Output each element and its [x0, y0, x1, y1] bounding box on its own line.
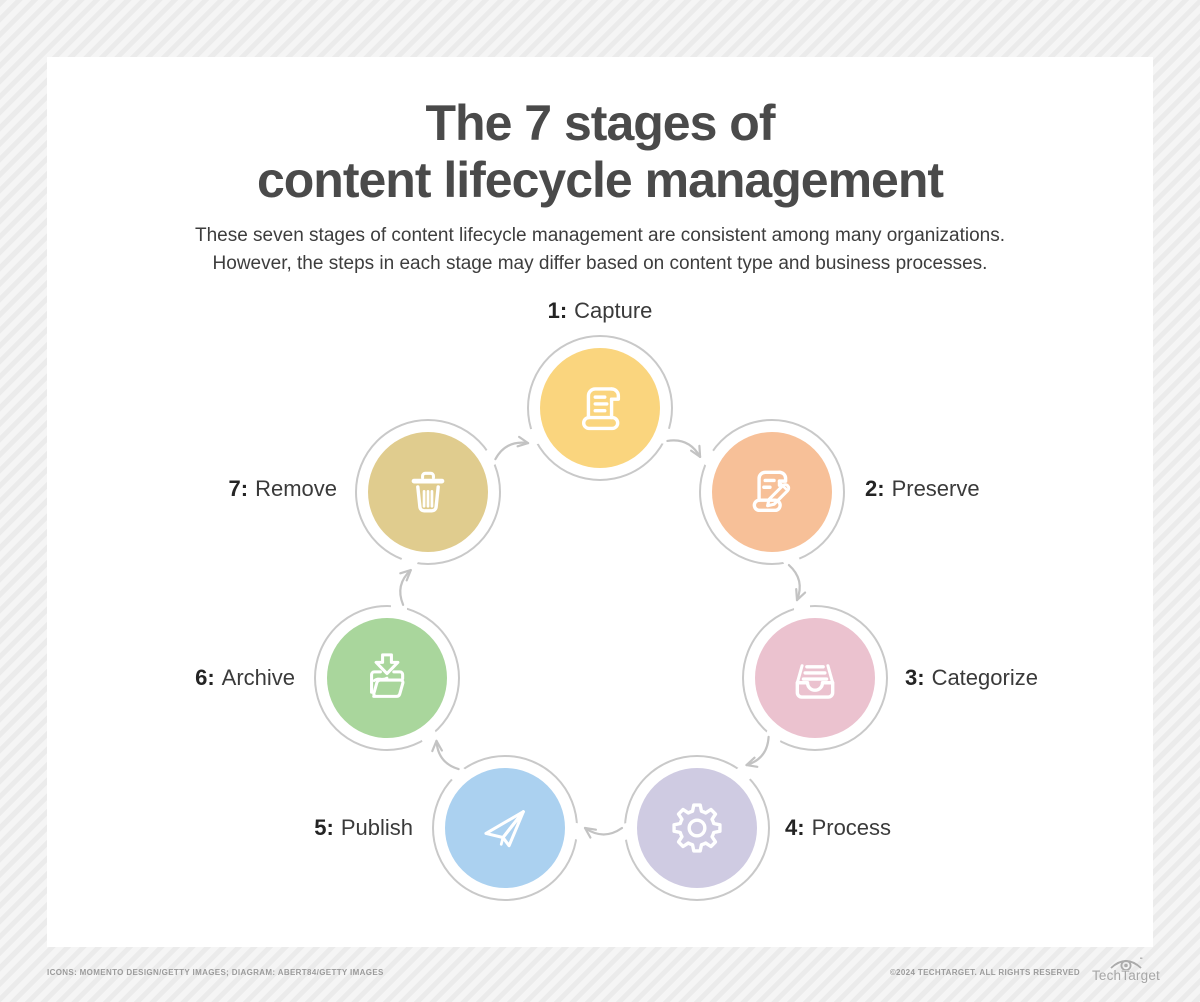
- stage-number: 5:: [314, 815, 334, 840]
- arrowhead: [795, 588, 807, 602]
- page-title: The 7 stages of content lifecycle manage…: [47, 57, 1153, 209]
- stage-name: Categorize: [931, 665, 1038, 690]
- archive-folder-icon: [370, 653, 405, 698]
- image-credits: ICONS: MOMENTO DESIGN/GETTY IMAGES; DIAG…: [47, 967, 384, 977]
- lifecycle-diagram: 1:Capture 2:Preserve 3:Categorize 4:Process…: [47, 57, 1153, 947]
- gear-icon: [672, 803, 722, 853]
- arrowhead: [690, 444, 702, 458]
- arrowhead: [583, 826, 597, 839]
- copyright-text: ©2024 TECHTARGET. ALL RIGHTS RESERVED: [889, 967, 1080, 977]
- stage-name: Capture: [574, 298, 653, 323]
- stage-circle-process: [637, 768, 757, 888]
- ring-gap: [476, 426, 548, 472]
- title-line-1: The 7 stages of: [425, 95, 776, 151]
- stage-name: Archive: [221, 665, 295, 690]
- arrowhead: [516, 435, 530, 448]
- stage-name: Process: [811, 815, 892, 840]
- stage-number: 2:: [865, 476, 885, 501]
- arrow-4-to-5: [583, 826, 624, 836]
- stage-circle-preserve: [712, 432, 832, 552]
- footer-right: ©2024 TECHTARGET. ALL RIGHTS RESERVED Te…: [889, 957, 1160, 983]
- stage-ring-preserve: [699, 419, 845, 565]
- arrowhead: [745, 756, 759, 768]
- file-drawer-icon: [795, 664, 835, 699]
- infographic-card: The 7 stages of content lifecycle manage…: [47, 57, 1153, 947]
- stage-circle-publish: [445, 768, 565, 888]
- stage-label-preserve: 2:Preserve: [865, 476, 980, 502]
- stage-number: 4:: [785, 815, 805, 840]
- stage-label-process: 4:Process: [785, 815, 891, 841]
- paper-plane-icon: [484, 810, 525, 848]
- footer: ICONS: MOMENTO DESIGN/GETTY IMAGES; DIAG…: [47, 952, 1160, 992]
- scroll-pencil-icon: [752, 470, 791, 513]
- techtarget-eye-icon: [1110, 957, 1143, 970]
- page-subtitle: These seven stages of content lifecycle …: [47, 222, 1153, 278]
- ring-gap: [652, 426, 724, 472]
- stage-name: Preserve: [891, 476, 980, 501]
- ring-gap: [416, 722, 473, 788]
- stage-label-remove: 7:Remove: [229, 476, 337, 502]
- title-line-2: content lifecycle management: [256, 152, 944, 208]
- arrow-2-to-3: [787, 564, 801, 602]
- stage-ring-remove: [355, 419, 501, 565]
- arrowhead: [399, 569, 412, 582]
- brand-name: TechTarget: [1091, 968, 1160, 983]
- stage-number: 3:: [905, 665, 925, 690]
- arrow-1-to-2: [666, 439, 702, 458]
- trash-icon: [411, 471, 445, 513]
- stage-label-publish: 5:Publish: [314, 815, 413, 841]
- stage-number: 7:: [228, 476, 249, 501]
- stage-number: 1:: [547, 298, 568, 323]
- subtitle-line-1: These seven stages of content lifecycle …: [194, 225, 1006, 246]
- subtitle-line-2: However, the steps in each stage may dif…: [212, 253, 988, 274]
- arrow-7-to-1: [494, 441, 530, 461]
- stage-name: Remove: [255, 476, 337, 501]
- scroll-icon: [581, 387, 621, 431]
- ring-gap: [729, 722, 786, 788]
- stage-label-archive: 6:Archive: [195, 665, 295, 691]
- arrow-6-to-7: [399, 569, 412, 606]
- techtarget-logo: TechTarget: [1092, 955, 1160, 983]
- arrow-5-to-6: [435, 739, 460, 771]
- stage-number: 6:: [195, 665, 215, 690]
- stage-name: Publish: [340, 815, 413, 840]
- stage-ring-categorize: [742, 605, 888, 751]
- arrow-3-to-4: [745, 735, 770, 767]
- stage-label-categorize: 3:Categorize: [905, 665, 1038, 691]
- diagram-canvas: [314, 335, 888, 901]
- stage-circle-capture: [540, 348, 660, 468]
- stage-ring-archive: [314, 605, 460, 751]
- arrowhead: [431, 739, 443, 753]
- stage-ring-capture: [527, 335, 673, 481]
- stage-label-capture: 1:Capture: [548, 298, 653, 324]
